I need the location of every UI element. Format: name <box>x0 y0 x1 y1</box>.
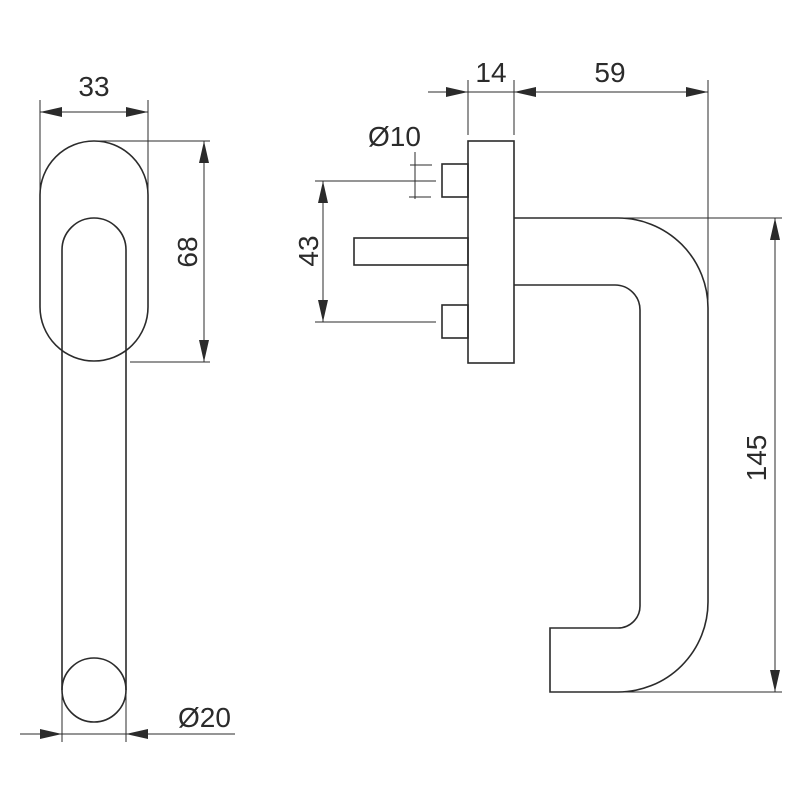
dim-rose-height: 68 <box>94 140 210 363</box>
spindle <box>353 237 469 266</box>
dim-lever-length: 145 <box>618 217 782 693</box>
rose-outline <box>39 140 149 362</box>
lever-end-curve <box>61 657 127 691</box>
dim-screw-diameter: Ø10 <box>368 121 432 199</box>
dim-rose-width: 33 <box>39 71 149 190</box>
screw-boss-upper <box>441 163 469 198</box>
dim-label-59: 59 <box>594 57 625 88</box>
screw-boss-lower <box>441 304 469 339</box>
dim-label-14: 14 <box>475 57 506 88</box>
dim-label-d20: Ø20 <box>178 702 231 733</box>
rose-side <box>467 140 515 364</box>
dim-label-145: 145 <box>741 435 772 482</box>
side-view <box>353 140 709 693</box>
dim-label-33: 33 <box>78 71 109 102</box>
dim-lever-diameter: Ø20 <box>20 690 235 742</box>
front-view <box>39 140 149 723</box>
lever-side <box>514 217 709 693</box>
dim-label-68: 68 <box>172 236 203 267</box>
dim-depth-projection: 14 59 <box>428 57 709 300</box>
dim-screw-spacing: 43 <box>293 180 436 323</box>
lever-front <box>61 217 127 723</box>
dim-label-d10: Ø10 <box>368 121 421 152</box>
dim-label-43: 43 <box>293 235 324 266</box>
